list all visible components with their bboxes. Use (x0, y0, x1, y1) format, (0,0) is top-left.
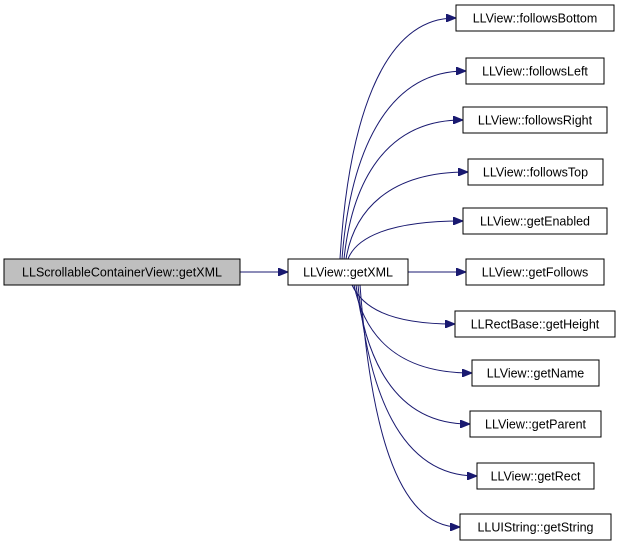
node-root[interactable]: LLScrollableContainerView::getXML (3, 258, 241, 286)
node-llview-follows-top[interactable]: LLView::followsTop (467, 158, 604, 186)
node-lluistring-get-string[interactable]: LLUIString::getString (459, 513, 612, 541)
callee-nodes: LLView::followsBottomLLView::followsLeft… (454, 4, 616, 541)
node-llview-follows-right-box (462, 106, 608, 134)
node-llview-follows-right[interactable]: LLView::followsRight (462, 106, 608, 134)
node-llview-get-name-box (471, 359, 600, 387)
node-lluistring-get-string-box (459, 513, 612, 541)
node-llview-get-rect-box (476, 462, 595, 490)
node-llview-get-rect-label: LLView::getRect (491, 470, 581, 484)
node-lluistring-get-string-label: LLUIString::getString (477, 521, 593, 535)
node-llview-get-name[interactable]: LLView::getName (471, 359, 600, 387)
edge-hub-to-llview-get-enabled (347, 221, 462, 260)
node-llview-get-follows-label: LLView::getFollows (482, 266, 589, 280)
edge-hub-to-llview-follows-bottom (339, 18, 455, 260)
node-llview-follows-left-label: LLView::followsLeft (482, 65, 588, 79)
node-hub[interactable]: LLView::getXML (287, 258, 409, 286)
edge-hub-to-llview-get-parent (355, 284, 469, 424)
node-llview-get-enabled[interactable]: LLView::getEnabled (462, 207, 608, 235)
node-llview-follows-left-box (465, 57, 605, 85)
node-llview-follows-bottom-label: LLView::followsBottom (473, 12, 598, 26)
node-llview-get-parent-box (469, 410, 602, 438)
node-llview-get-parent-label: LLView::getParent (485, 418, 587, 432)
node-llview-get-follows[interactable]: LLView::getFollows (465, 258, 605, 286)
edge-hub-to-lluistring-get-string (359, 284, 459, 527)
node-hub-box (287, 258, 409, 286)
node-llrect-base-get-height[interactable]: LLRectBase::getHeight (454, 310, 616, 338)
node-llview-follows-right-label: LLView::followsRight (478, 114, 593, 128)
node-llview-get-enabled-label: LLView::getEnabled (480, 215, 590, 229)
node-llview-follows-top-label: LLView::followsTop (483, 166, 588, 180)
node-llrect-base-get-height-box (454, 310, 616, 338)
edge-hub-to-llview-follows-top (345, 172, 467, 260)
edge-hub-to-llview-get-name (353, 284, 471, 373)
node-root-label: LLScrollableContainerView::getXML (22, 266, 222, 280)
node-llview-get-parent[interactable]: LLView::getParent (469, 410, 602, 438)
node-llview-follows-bottom[interactable]: LLView::followsBottom (455, 4, 615, 32)
node-hub-label: LLView::getXML (303, 266, 393, 280)
node-llview-follows-bottom-box (455, 4, 615, 32)
edge-hub-to-llview-follows-right (343, 120, 462, 260)
node-llview-follows-top-box (467, 158, 604, 186)
node-root-box (3, 258, 241, 286)
node-llview-get-rect[interactable]: LLView::getRect (476, 462, 595, 490)
node-llview-follows-left[interactable]: LLView::followsLeft (465, 57, 605, 85)
edge-hub-to-llrect-base-get-height (351, 284, 454, 324)
edge-hub-to-llview-follows-left (341, 71, 465, 260)
node-llview-get-follows-box (465, 258, 605, 286)
node-llrect-base-get-height-label: LLRectBase::getHeight (471, 318, 600, 332)
node-llview-get-name-label: LLView::getName (487, 367, 585, 381)
node-llview-get-enabled-box (462, 207, 608, 235)
call-edges (240, 18, 476, 527)
edge-hub-to-llview-get-rect (357, 284, 476, 476)
